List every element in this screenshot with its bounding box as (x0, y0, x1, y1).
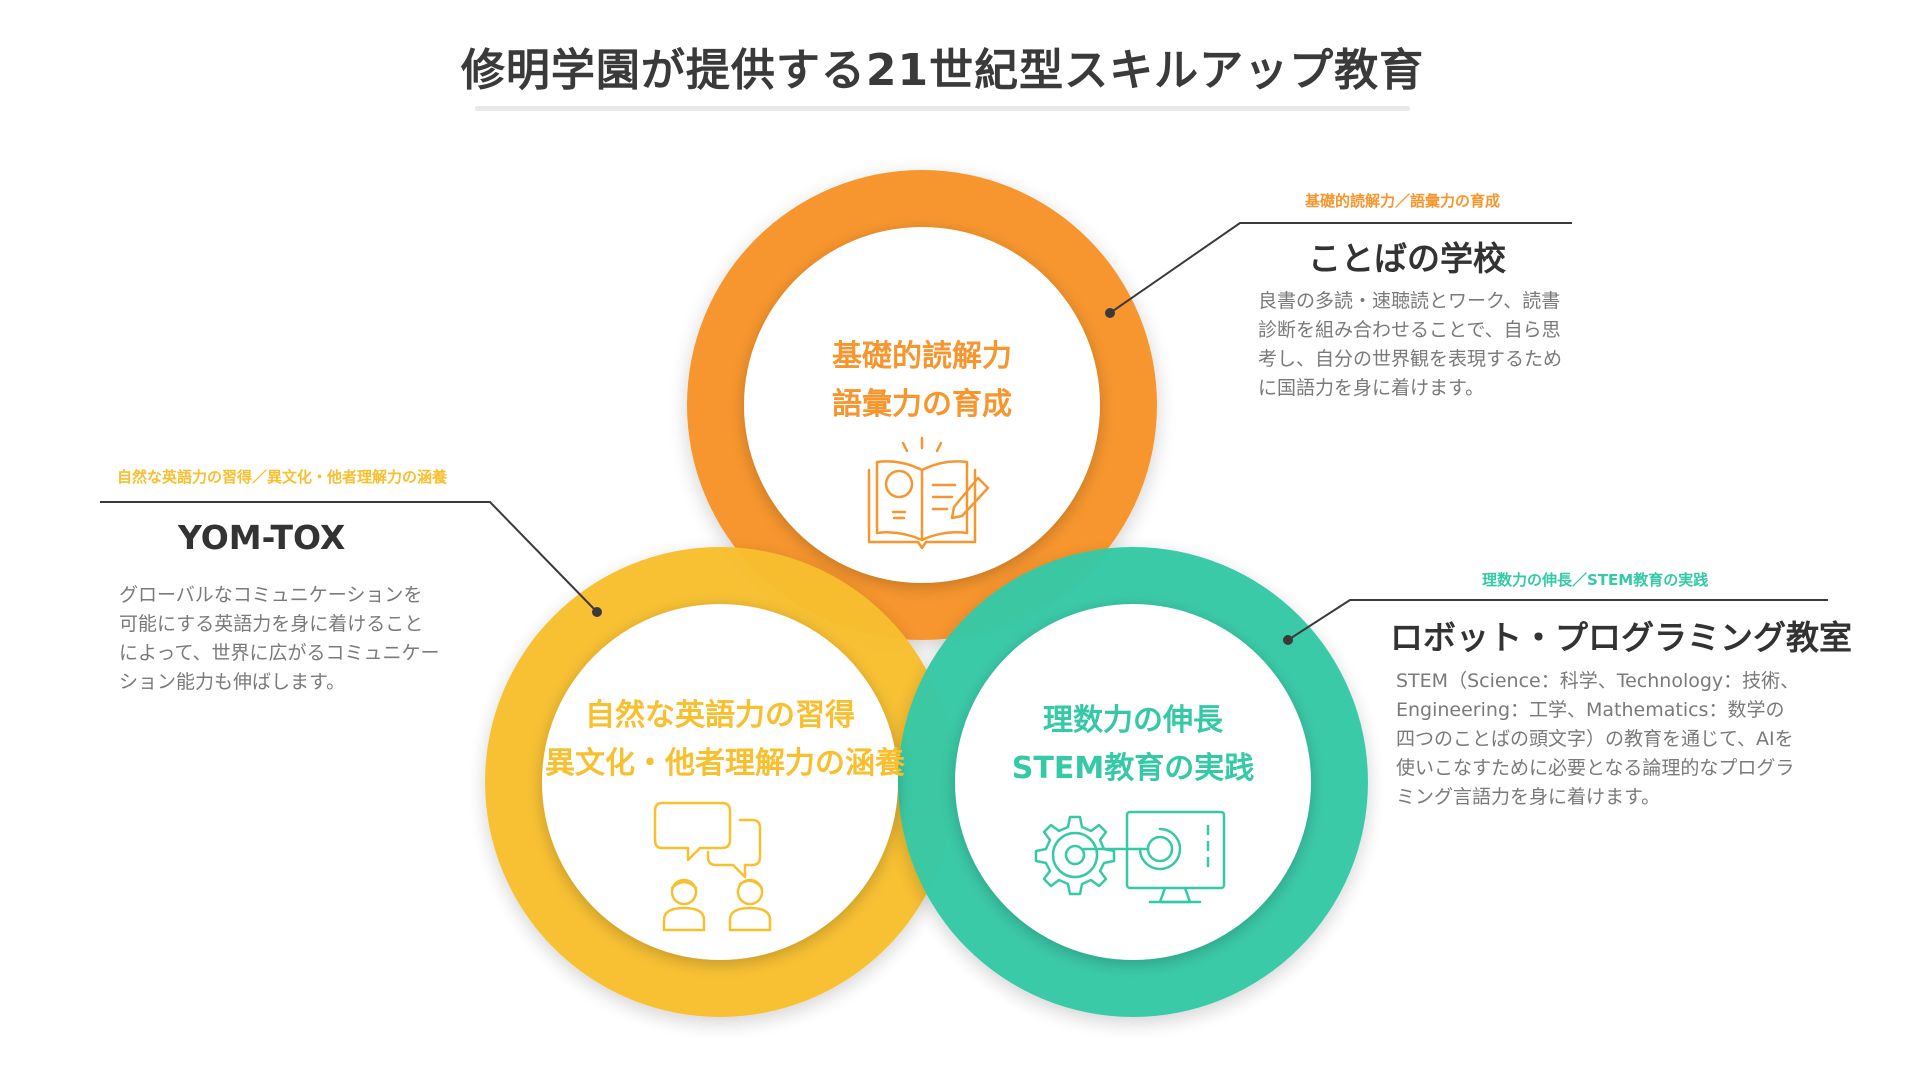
disc-left (542, 604, 898, 960)
connector-kotoba (1105, 222, 1572, 318)
title-underline (475, 106, 1410, 111)
kotoba-body: 良書の多読・速聴読とワーク、読書 診断を組み合わせることで、自ら思 考し、自分の… (1258, 287, 1588, 403)
connector-dot-kotoba (1105, 308, 1115, 318)
robot-body-line: STEM（Science：科学、Technology：技術、 (1396, 670, 1800, 692)
robot-heading: ロボット・プログラミング教室 (1390, 618, 1852, 657)
robot-body-line: 使いこなすために必要となる論理的なプログラ (1396, 757, 1795, 779)
robot-subtitle: 理数力の伸長／STEM教育の実践 (1482, 571, 1709, 589)
yomtox-heading: YOM-TOX (178, 518, 346, 557)
kotoba-subtitle: 基礎的読解力／語彙力の育成 (1305, 192, 1501, 210)
robot-body-line: ミング言語力を身に着けます。 (1396, 786, 1661, 808)
kotoba-body-line: 良書の多読・速聴読とワーク、読書 (1258, 290, 1561, 312)
yomtox-body-line: ション能力も伸ばします。 (119, 671, 346, 693)
circle-top-line1: 基礎的読解力 (832, 339, 1012, 374)
connector-dot-yomtox (592, 607, 602, 617)
conversation-people-icon (653, 801, 772, 932)
circle-top-line2: 語彙力の育成 (832, 387, 1012, 422)
connector-yomtox (100, 501, 602, 617)
circle-right-line1: 理数力の伸長 (1043, 703, 1223, 738)
open-book-lightbulb-pencil-icon (867, 436, 990, 550)
disc-top (744, 227, 1100, 583)
kotoba-heading: ことばの学校 (1308, 239, 1506, 278)
page-title: 修明学園が提供する21世紀型スキルアップ教育 (460, 45, 1425, 96)
circle-left-line1: 自然な英語力の習得 (585, 698, 855, 733)
connector-dot-robot (1283, 635, 1293, 645)
yomtox-body-line: によって、世界に広がるコミュニケー (119, 642, 440, 664)
robot-body: STEM（Science：科学、Technology：技術、 Engineeri… (1396, 667, 1826, 812)
yomtox-body: グローバルなコミュニケーションを 可能にする英語力を身に着けること によって、世… (119, 581, 459, 697)
circle-right-label: 理数力の伸長 STEM教育の実践 (983, 697, 1283, 793)
circle-right-line2: STEM教育の実践 (1011, 751, 1255, 786)
kotoba-body-line: 考し、自分の世界観を表現するため (1258, 348, 1563, 370)
circle-left-label: 自然な英語力の習得 異文化・他者理解力の涵養 (545, 692, 905, 788)
connector-robot (1283, 599, 1828, 645)
gear-monitor-icon (1034, 810, 1226, 904)
yomtox-body-line: グローバルなコミュニケーションを (119, 584, 423, 606)
yomtox-subtitle: 自然な英語力の習得／異文化・他者理解力の涵養 (117, 468, 448, 486)
yomtox-body-line: 可能にする英語力を身に着けること (119, 613, 424, 635)
disc-right (955, 604, 1311, 960)
circle-top-label: 基礎的読解力 語彙力の育成 (822, 333, 1022, 429)
circle-left-line2: 異文化・他者理解力の涵養 (545, 746, 905, 781)
kotoba-body-line: 診断を組み合わせることで、自ら思 (1258, 319, 1561, 341)
robot-body-line: 四つのことばの頭文字）の教育を通じて、AIを (1396, 728, 1794, 750)
robot-body-line: Engineering：工学、Mathematics：数学の (1396, 699, 1785, 721)
kotoba-body-line: に国語力を身に着けます。 (1258, 377, 1485, 399)
